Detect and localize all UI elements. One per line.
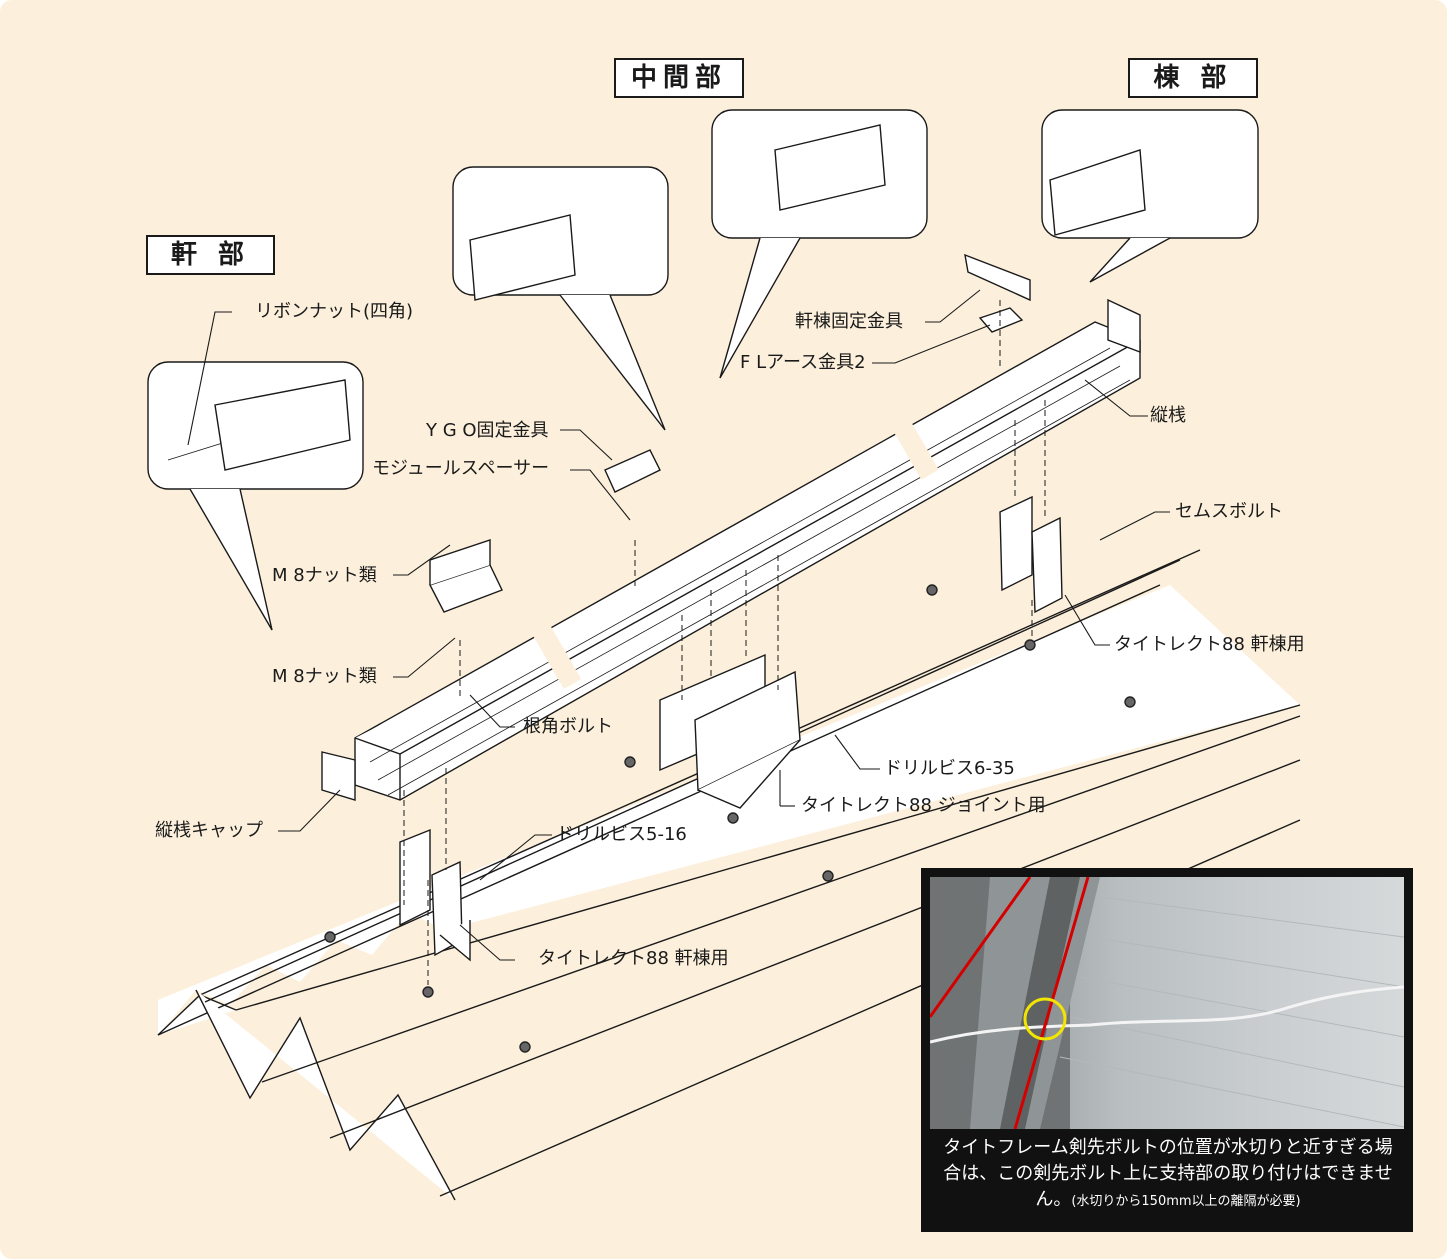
label-tight-rect-eave-ridge-upper: タイトレクト88 軒棟用 bbox=[1114, 634, 1305, 655]
m8-bracket bbox=[429, 539, 503, 613]
marker-circle bbox=[1023, 997, 1067, 1041]
label-ribbon-nut: リボンナット(四角) bbox=[255, 301, 414, 322]
bracket-ridge bbox=[999, 495, 1063, 614]
label-drill-screw-6-35: ドリルビス6-35 bbox=[884, 758, 1015, 779]
label-sems-bolt: セムスボルト bbox=[1175, 501, 1283, 522]
label-module-spacer: モジュールスペーサー bbox=[372, 458, 550, 479]
warning-line-left bbox=[930, 877, 1032, 1018]
rail-caps bbox=[321, 298, 1141, 801]
photo-caption: タイトフレーム剣先ボルトの位置が水切りと近すぎる場合は、この剣先ボルト上に支持部… bbox=[938, 1135, 1398, 1215]
label-m8-nuts-lower: M 8ナット類 bbox=[272, 666, 377, 687]
vertical-rail bbox=[354, 321, 1141, 801]
warning-line-right bbox=[1013, 877, 1090, 1129]
label-square-bolt: 根角ボルト bbox=[523, 716, 613, 737]
roof-photo bbox=[930, 877, 1404, 1129]
caption-note: (水切りから150mm以上の離隔が必要) bbox=[1071, 1194, 1301, 1209]
section-ridge: 棟 部 bbox=[1128, 58, 1258, 98]
callout-middle bbox=[452, 166, 669, 431]
callout-middle-2 bbox=[711, 109, 928, 379]
label-tight-rect-joint: タイトレクト88 ジョイント用 bbox=[801, 795, 1046, 816]
label-fl-earth-bracket: F Lアース金具2 bbox=[740, 352, 866, 373]
label-tight-rect-eave-ridge-lower: タイトレクト88 軒棟用 bbox=[538, 948, 729, 969]
caption-main: タイトフレーム剣先ボルトの位置が水切りと近すぎる場合は、この剣先ボルト上に支持部… bbox=[943, 1137, 1393, 1210]
label-eave-ridge-bracket: 軒棟固定金具 bbox=[795, 311, 903, 332]
label-m8-nuts-upper: M 8ナット類 bbox=[272, 565, 377, 586]
ygo-bracket bbox=[604, 449, 661, 493]
label-rail-cap: 縦桟キャップ bbox=[155, 820, 263, 841]
eave-ridge-bracket bbox=[964, 253, 1031, 302]
photo-callout: タイトフレーム剣先ボルトの位置が水切りと近すぎる場合は、この剣先ボルト上に支持部… bbox=[921, 868, 1413, 1232]
alignment-lines bbox=[403, 300, 1046, 985]
roof-bolts bbox=[324, 584, 1136, 1053]
label-drill-screw-5-16: ドリルビス5-16 bbox=[556, 824, 687, 845]
label-vertical-rail: 縦桟 bbox=[1150, 405, 1186, 426]
leader-lines bbox=[187, 289, 1170, 961]
section-middle: 中間部 bbox=[614, 58, 744, 98]
bracket-eave bbox=[399, 828, 471, 962]
label-ygo-bracket: Y G O固定金具 bbox=[426, 420, 549, 441]
photo-overlay bbox=[930, 877, 1404, 1129]
callout-eave bbox=[147, 361, 364, 631]
callout-ridge bbox=[1041, 109, 1259, 283]
bracket-joint bbox=[659, 653, 801, 809]
section-eave: 軒 部 bbox=[146, 235, 275, 275]
fl-earth-bracket bbox=[978, 307, 1024, 333]
